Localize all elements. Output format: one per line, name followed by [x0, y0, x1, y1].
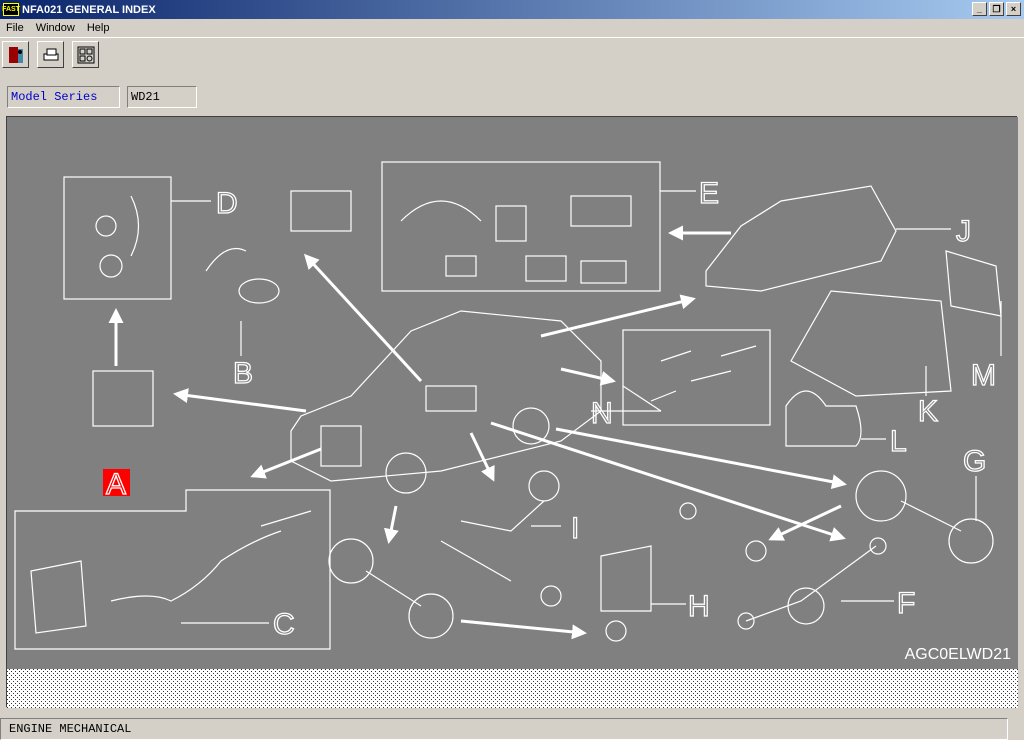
diagram-code: AGC0ELWD21 [905, 646, 1012, 663]
exit-button[interactable] [2, 41, 29, 68]
callout-m[interactable]: M [970, 358, 996, 392]
callout-j[interactable]: J [955, 214, 971, 248]
callout-g[interactable]: G [962, 444, 987, 478]
minimize-button[interactable]: _ [972, 2, 987, 16]
model-series-value: WD21 [127, 86, 197, 108]
callout-f[interactable]: F [896, 586, 916, 620]
app-icon: FAST [2, 3, 20, 16]
callout-c[interactable]: C [272, 607, 295, 641]
menu-window[interactable]: Window [35, 22, 75, 34]
callout-i[interactable]: I [570, 511, 580, 545]
index-button[interactable] [72, 41, 99, 68]
callout-e[interactable]: E [698, 176, 719, 210]
restore-button[interactable]: ❐ [989, 2, 1004, 16]
close-button[interactable]: × [1006, 2, 1021, 16]
window-title: NFA021 GENERAL INDEX [22, 3, 156, 16]
parts-diagram: A B C D E F G H I J K L M N AGC0ELWD21 [6, 116, 1018, 708]
callout-b[interactable]: B [232, 356, 253, 390]
arrows [108, 225, 847, 640]
callout-l[interactable]: L [889, 424, 907, 458]
menu-file[interactable]: File [6, 22, 24, 34]
callout-d[interactable]: D [215, 186, 238, 220]
model-series-label: Model Series [7, 86, 120, 108]
exit-door-icon [8, 46, 23, 63]
print-button[interactable] [37, 41, 64, 68]
callout-k[interactable]: K [917, 394, 938, 428]
toolbar [2, 41, 99, 68]
menu-help[interactable]: Help [86, 22, 110, 34]
callout-a-highlight [103, 469, 130, 496]
print-icon [43, 48, 58, 60]
title-bar: FAST NFA021 GENERAL INDEX _ ❐ × [0, 0, 1024, 19]
index-grid-icon [77, 46, 94, 63]
callout-a[interactable]: A [105, 467, 126, 501]
callout-boxes [14, 161, 1002, 650]
callout-h[interactable]: H [687, 589, 710, 623]
callout-n[interactable]: N [590, 396, 613, 430]
menu-bar: File Window Help [0, 19, 1024, 38]
status-bar: ENGINE MECHANICAL [0, 718, 1008, 740]
